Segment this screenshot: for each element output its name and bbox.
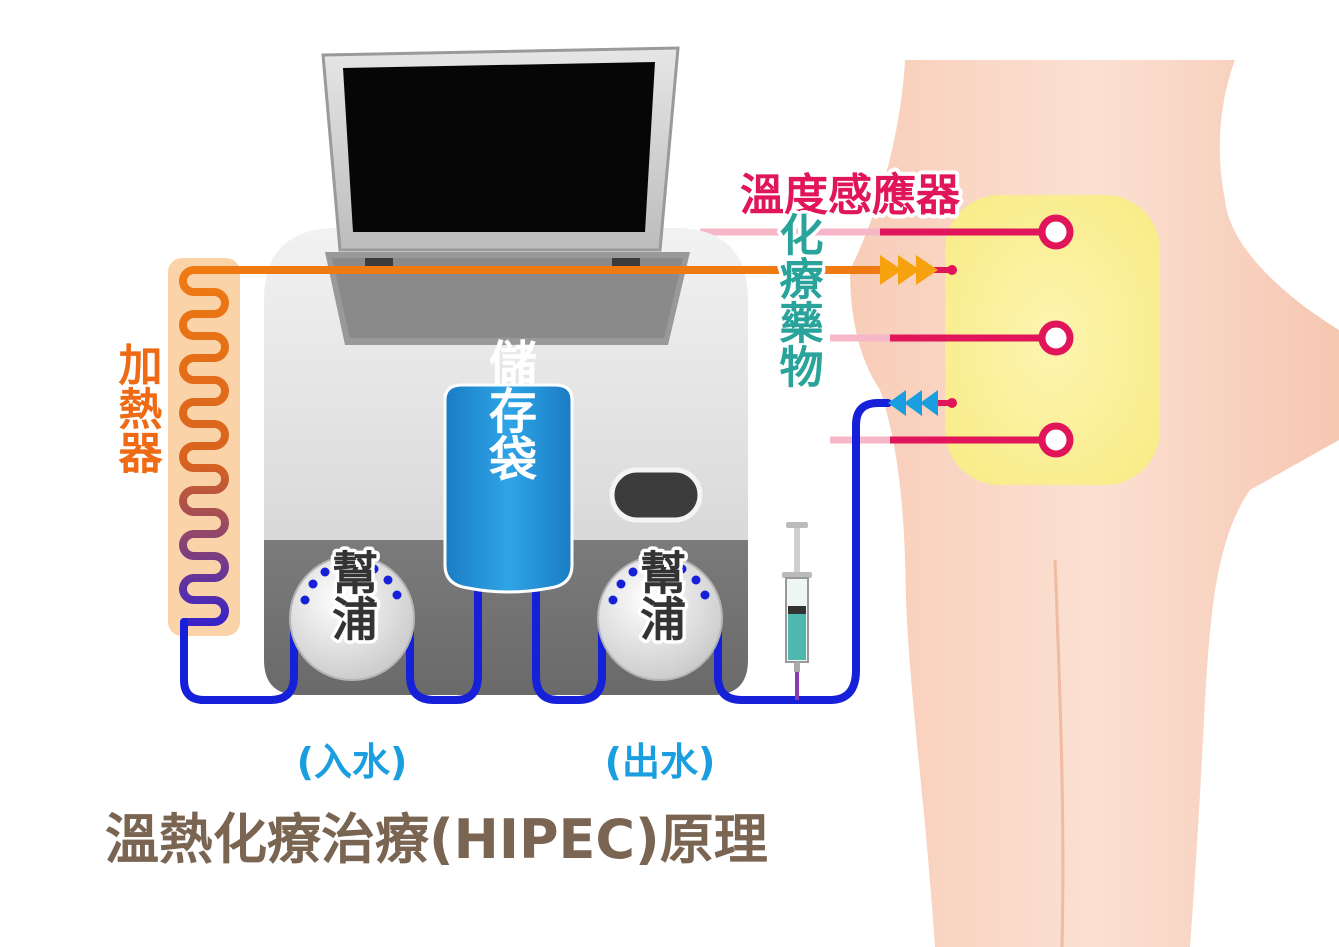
chemo-drug-label: 化療藥物	[772, 212, 824, 388]
storage-bag	[443, 383, 574, 594]
storage-bag-label: 儲存袋	[480, 338, 538, 482]
syringe-icon	[782, 522, 812, 700]
pump-out-dots	[608, 559, 710, 605]
pump-in-dots	[300, 559, 402, 605]
sensor-probe-1	[1038, 214, 1074, 250]
pump-in	[289, 555, 415, 681]
pump-out	[597, 555, 723, 681]
heater	[168, 258, 244, 636]
sensor-lines	[700, 214, 1074, 458]
triple-chevron-right-icon	[880, 255, 938, 285]
pump-out-note: (出水)	[605, 740, 716, 784]
machine-side-button	[609, 467, 703, 523]
sensor-probe-2	[1038, 320, 1074, 356]
pump-in-note: (入水)	[297, 740, 408, 784]
leg-divider	[1053, 559, 1065, 947]
pump-in-label: 幫浦	[325, 549, 379, 641]
heater-coil	[179, 266, 244, 626]
diagram-title: 溫熱化療治療(HIPEC)原理	[105, 808, 768, 871]
heater-label: 加熱器	[111, 342, 163, 474]
monitor-screen	[343, 62, 655, 232]
sensor-probe-3	[1038, 422, 1074, 458]
temp-sensor-label: 溫度感應器	[740, 170, 961, 221]
triple-chevron-left-icon	[888, 390, 938, 416]
pump-out-label: 幫浦	[633, 549, 687, 641]
